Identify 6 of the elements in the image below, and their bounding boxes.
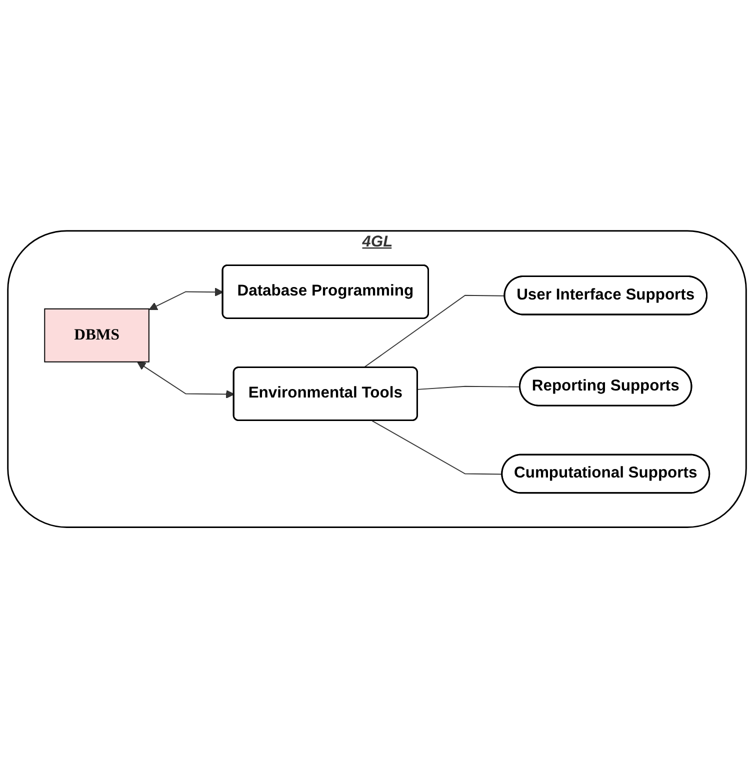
arrow <box>148 288 224 310</box>
connector <box>363 294 506 368</box>
connector <box>417 386 521 390</box>
arrow <box>137 362 234 398</box>
connector <box>372 420 503 475</box>
node-box: DBMS <box>44 308 150 362</box>
